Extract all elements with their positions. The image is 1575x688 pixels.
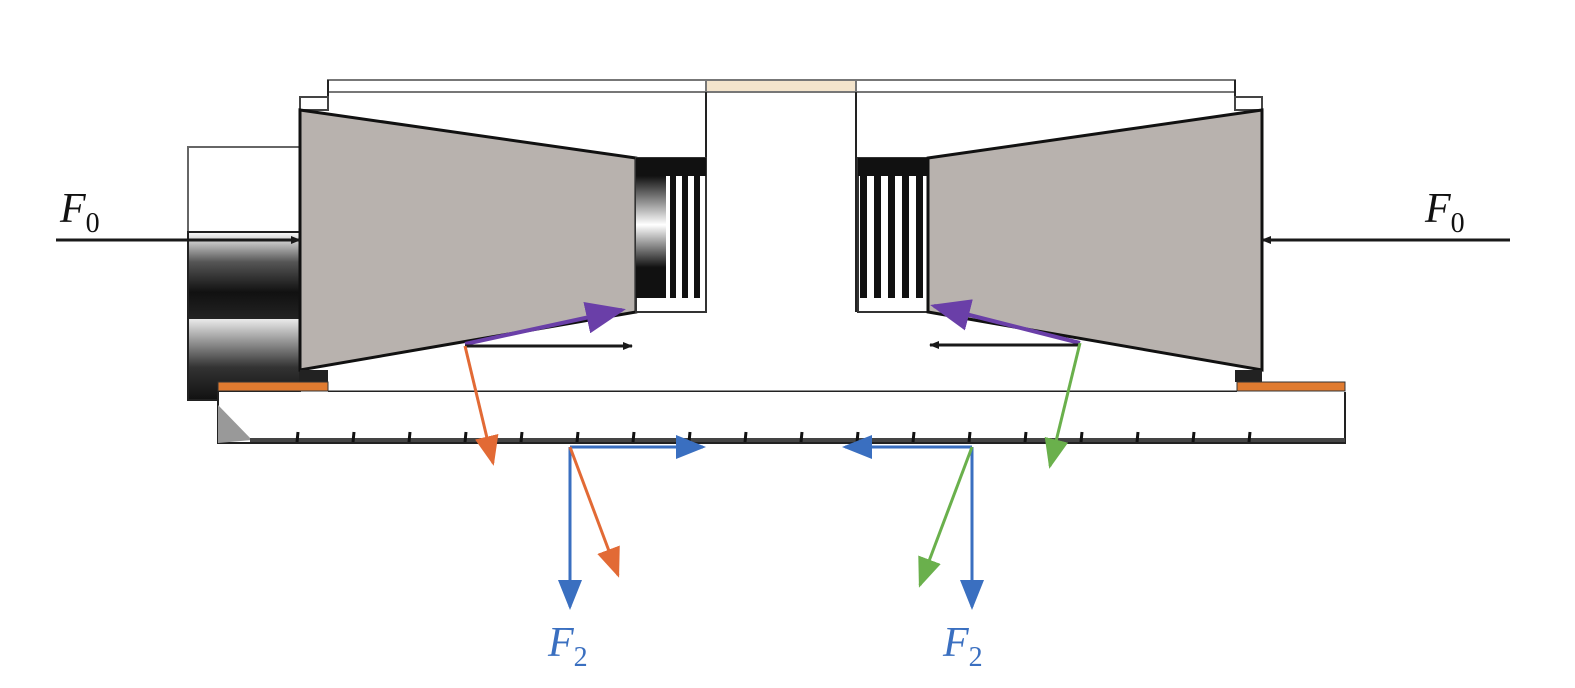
plate-tooth [1079,431,1084,443]
plate-tooth [295,431,300,443]
center-post [705,92,857,312]
plate-tooth [687,431,692,443]
plate-tooth [743,431,748,443]
right-cone [926,108,1264,372]
plate-tooth [575,431,580,443]
left-resultant-arrow [463,345,499,466]
plate-tooth [967,431,972,443]
right-spring [857,157,929,313]
bottom-right-resultant-arrow [918,446,974,588]
plate-tooth [463,431,468,443]
plate-tooth [855,431,860,443]
left-friction-arrow [464,301,626,346]
plate-chamfer [218,405,252,443]
force-label-bottom-left: F2 [547,620,588,673]
right-resultant-arrow [1044,342,1082,469]
force-label-right: F0 [1424,186,1465,239]
plate-tooth [1135,431,1140,443]
left-cone [298,108,638,372]
force-label-bottom-right: F2 [942,620,983,673]
plate-tooth [1023,431,1028,443]
plate-tooth [911,431,916,443]
plate-tooth [407,431,412,443]
right-friction-arrow [930,299,1081,345]
left-housing-mid [187,231,301,319]
bottom-plate [217,392,1346,444]
force-label-left: F0 [59,186,100,239]
right-gasket [1236,381,1346,392]
right-cone-foot [1235,370,1262,382]
plate-tooth [1191,431,1196,443]
left-cone-shoulder [299,96,329,111]
plate-tooth [351,431,356,443]
bottom-left-resultant-arrow [568,446,620,578]
left-spring [635,157,707,313]
plate-tooth [631,431,636,443]
plate-tooth [1247,431,1252,443]
plate-tooth [519,431,524,443]
left-cone-foot [300,370,328,382]
left-gasket [217,381,329,392]
right-cone-shoulder [1234,96,1263,111]
plate-tooth [799,431,804,443]
center-cap [705,79,857,93]
left-housing-top [187,146,301,233]
